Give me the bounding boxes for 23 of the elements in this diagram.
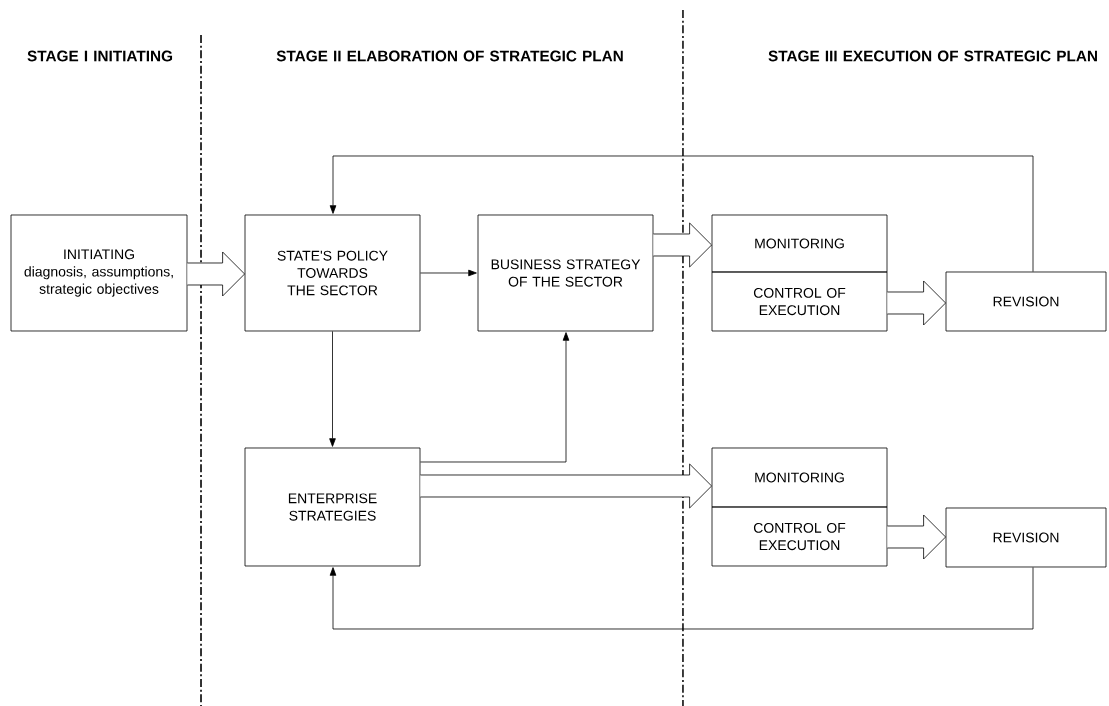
process-box: MONITORING: [711, 214, 888, 273]
process-box: ENTERPRISE STRATEGIES: [244, 447, 421, 567]
block-arrow: [887, 280, 946, 326]
process-box: INITIATING diagnosis, assumptions, strategic objectives: [10, 214, 188, 332]
process-box: REVISION: [945, 507, 1107, 568]
arrow: [329, 567, 1034, 630]
stage-heading: STAGE I INITIATING: [27, 50, 173, 62]
process-box: CONTROL OF EXECUTION: [711, 506, 888, 567]
process-box: REVISION: [945, 271, 1107, 332]
stage-heading: STAGE II ELABORATION OF STRATEGIC PLAN: [276, 50, 623, 62]
block-arrow: [653, 222, 712, 268]
block-arrow: [420, 463, 712, 509]
process-box: CONTROL OF EXECUTION: [711, 271, 888, 332]
process-box: STATE'S POLICY TOWARDS THE SECTOR: [244, 214, 421, 332]
stage-heading: STAGE III EXECUTION OF STRATEGIC PLAN: [768, 50, 1097, 62]
block-arrow: [887, 514, 946, 560]
arrow: [420, 332, 570, 463]
process-box: BUSINESS STRATEGY OF THE SECTOR: [477, 214, 654, 332]
arrow: [420, 269, 477, 277]
block-arrow: [187, 251, 245, 297]
process-box: MONITORING: [711, 447, 888, 508]
arrow: [329, 331, 336, 447]
arrow: [329, 155, 1034, 272]
